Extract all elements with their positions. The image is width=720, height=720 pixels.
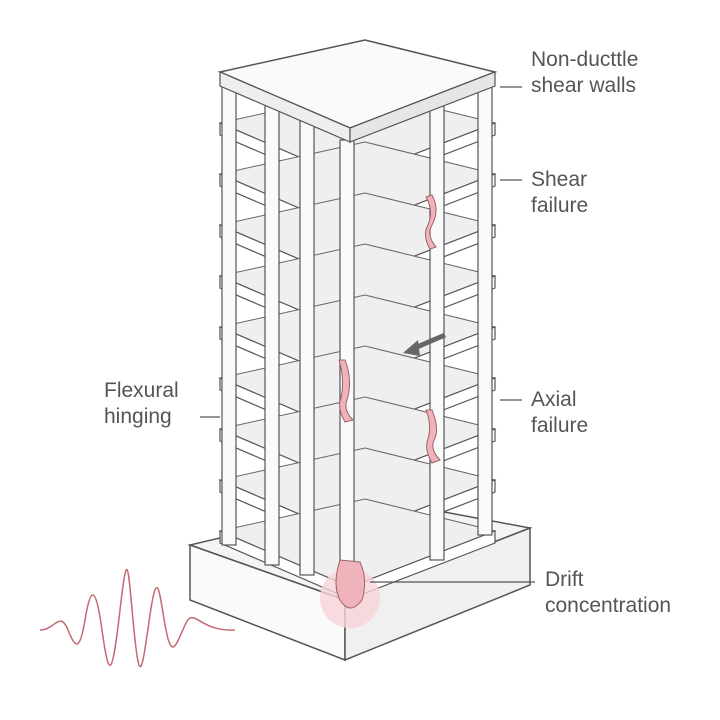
- leader-lines: [200, 86, 535, 583]
- label-line: shear walls: [531, 74, 637, 97]
- column: [264, 103, 280, 566]
- column: [429, 99, 445, 561]
- floor-plates: [218, 90, 497, 600]
- column: [221, 85, 237, 546]
- column: [299, 118, 315, 576]
- roof: [217, 39, 498, 143]
- label-drift-concentration: Drift concentration: [545, 567, 671, 619]
- damage-marks: [320, 194, 441, 628]
- columns: [221, 81, 493, 596]
- label-non-ductile-shear-walls: Non-ducttle shear walls: [531, 47, 638, 99]
- label-line: hinging: [104, 405, 172, 428]
- label-line: concentration: [545, 594, 672, 617]
- label-line: Non-ducttle: [531, 48, 639, 71]
- label-line: Axial: [531, 388, 577, 411]
- arrow-icon: [403, 332, 446, 356]
- label-line: failure: [531, 414, 589, 437]
- column: [477, 81, 493, 536]
- label-line: Shear: [531, 168, 588, 191]
- label-line: failure: [531, 194, 589, 217]
- seismic-wave-icon: [39, 568, 236, 668]
- label-line: Drift: [545, 568, 584, 591]
- label-line: Flexural: [104, 379, 179, 402]
- label-shear-failure: Shear failure: [531, 167, 588, 219]
- label-axial-failure: Axial failure: [531, 387, 588, 439]
- label-flexural-hinging: Flexural hinging: [104, 378, 179, 430]
